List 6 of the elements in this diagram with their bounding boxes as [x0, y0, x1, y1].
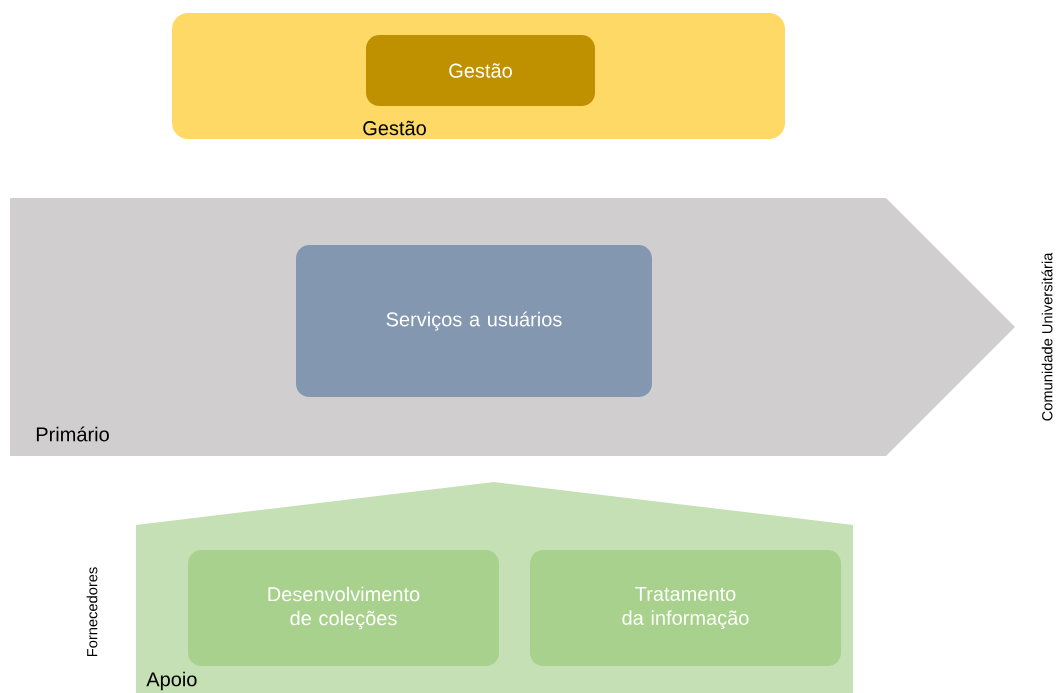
process-box: Desenvolvimento de coleções: [188, 550, 499, 666]
side-label: Comunidade Universitária: [1041, 252, 1053, 421]
process-box: Gestão: [366, 35, 595, 106]
side-label: Fornecedores: [86, 567, 98, 657]
process-box: Serviços a usuários: [296, 245, 652, 397]
process-box: Tratamento da informação: [530, 550, 841, 666]
